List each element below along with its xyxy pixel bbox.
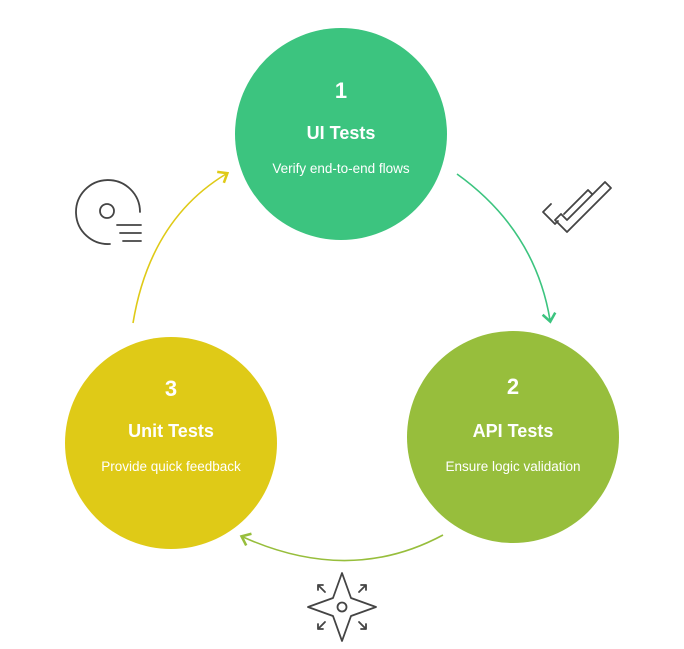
node-title: UI Tests (306, 123, 376, 143)
node-description: Ensure logic validation (445, 459, 581, 474)
arrow-1-to-2 (456, 173, 557, 324)
node-number: 1 (334, 78, 348, 103)
arrow-3-to-1 (132, 170, 230, 324)
node-ui-tests: 1 UI Tests Verify end-to-end flows (235, 28, 447, 240)
arrow-2-to-3 (239, 532, 444, 562)
node-unit-tests: 3 Unit Tests Provide quick feedback (65, 337, 277, 549)
node-number: 2 (506, 374, 520, 399)
node-title: API Tests (472, 421, 554, 441)
disc-list-icon (75, 179, 142, 245)
double-check-icon (542, 181, 612, 233)
node-api-tests: 2 API Tests Ensure logic validation (407, 331, 619, 543)
node-description: Verify end-to-end flows (272, 161, 410, 176)
compass-star-icon (307, 572, 377, 642)
node-description: Provide quick feedback (101, 459, 241, 474)
node-number: 3 (164, 376, 178, 401)
node-title: Unit Tests (128, 421, 214, 441)
